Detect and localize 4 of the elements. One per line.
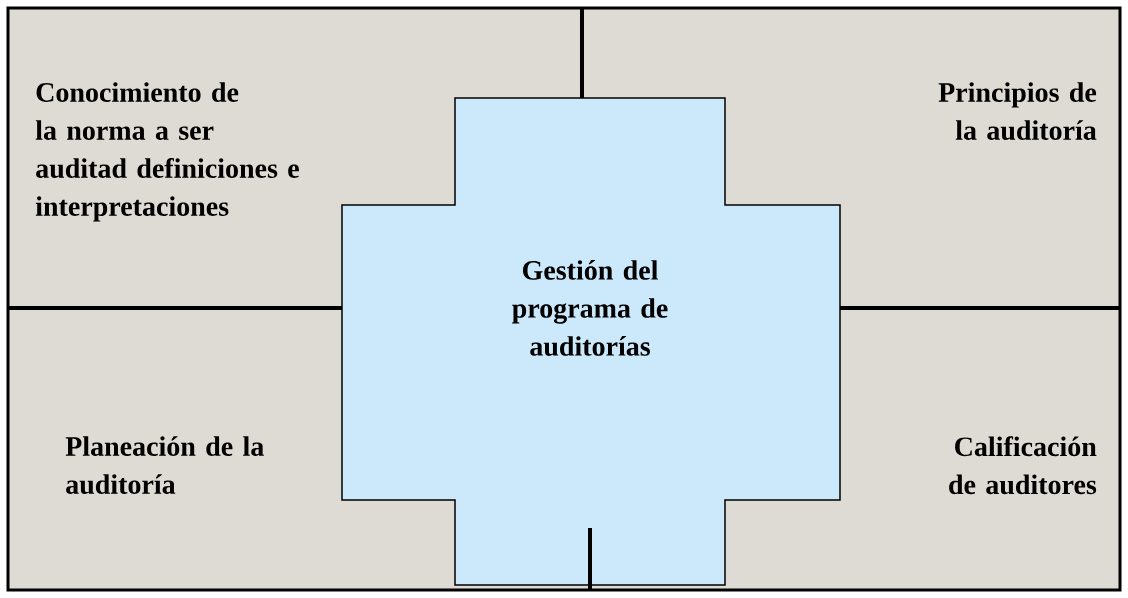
quadrant-label: Planeación de la auditoría [65,436,264,494]
quadrant-label: Principios de la auditoría [938,82,1097,140]
quadrant-label: Calificación de auditores [949,436,1097,495]
quadrant-label: Conocimiento de la norma a ser auditad definiciones e interpretaciones [35,82,299,222]
